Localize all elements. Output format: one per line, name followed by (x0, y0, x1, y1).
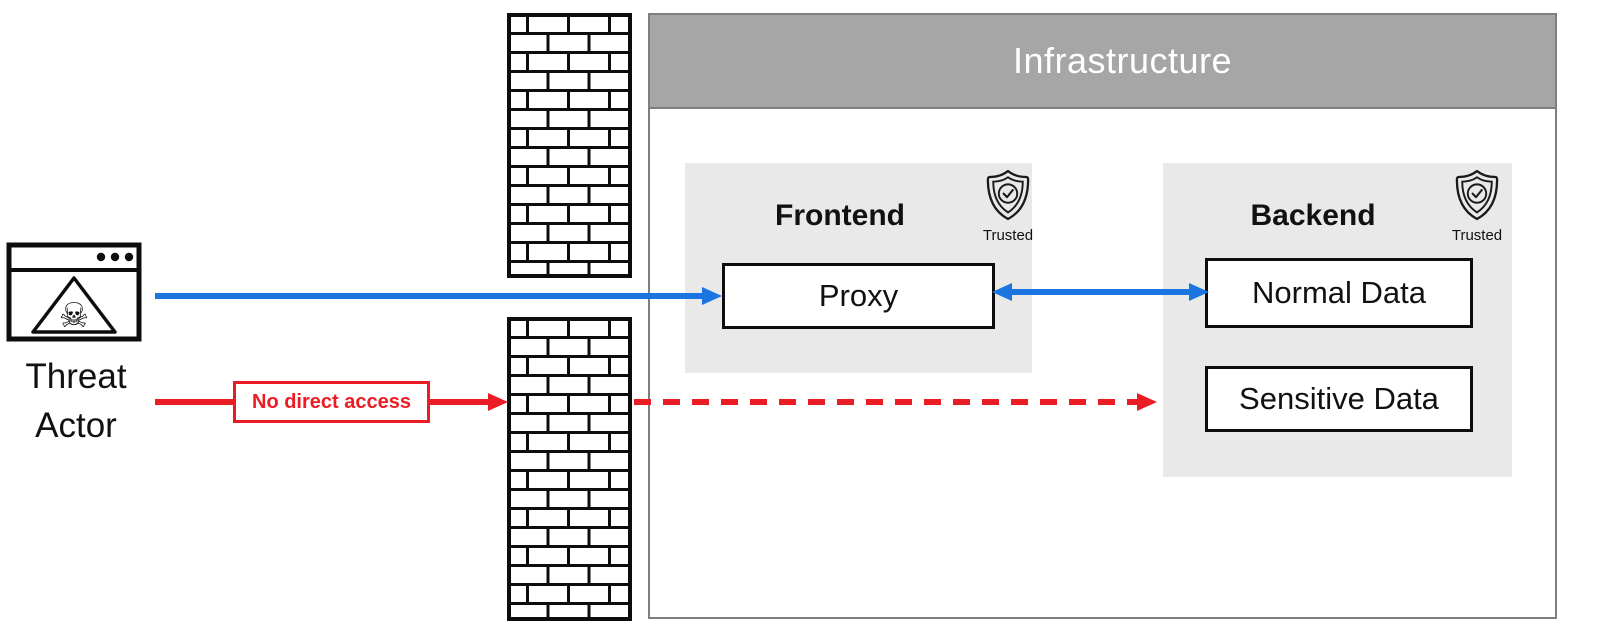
allowed-path-arrowhead-icon (702, 287, 722, 305)
frontend-title: Frontend (775, 199, 905, 232)
browser-skull-icon: ☠ (6, 242, 142, 342)
shield-check-icon (986, 169, 1030, 221)
firewall-upper-brick-wall-icon (507, 13, 632, 278)
ellipsis-dots-icon (96, 252, 134, 262)
proxy-label: Proxy (818, 278, 899, 313)
proxy-normal-data-left-arrowhead-icon (992, 283, 1012, 301)
shield-check-icon (1455, 169, 1499, 221)
backend-title: Backend (1250, 199, 1376, 232)
backend-group: Backend Trusted Normal Data Sensitive Da… (1163, 163, 1512, 477)
normal-data-label: Normal Data (1252, 275, 1426, 310)
frontend-group: Frontend Trusted Proxy (685, 163, 1033, 373)
infrastructure-header: Infrastructure (650, 15, 1555, 109)
proxy-normal-data-arrow-line (1010, 289, 1190, 295)
blocked-path-arrowhead-icon (488, 393, 508, 411)
infrastructure-title: Infrastructure (1012, 40, 1233, 81)
frontend-trusted-label: Trusted (982, 227, 1034, 244)
allowed-path-arrow-line (155, 293, 704, 299)
backend-trusted-label: Trusted (1451, 227, 1503, 244)
threat-actor-label: Threat Actor (25, 357, 127, 445)
sensitive-data-node: Sensitive Data (1205, 366, 1473, 432)
sensitive-data-label: Sensitive Data (1239, 381, 1439, 416)
skull-icon: ☠ (59, 296, 89, 336)
warning-triangle-icon (31, 276, 117, 334)
blocked-path-dashed-line (634, 399, 1139, 405)
backend-trusted-badge: Trusted (1441, 168, 1513, 244)
frontend-trusted-badge: Trusted (972, 168, 1044, 244)
normal-data-node: Normal Data (1205, 258, 1473, 328)
firewall-lower-brick-wall-icon (507, 317, 632, 621)
blocked-path-dashed-arrowhead-icon (1137, 393, 1157, 411)
proxy-node: Proxy (722, 263, 995, 329)
proxy-normal-data-right-arrowhead-icon (1189, 283, 1209, 301)
no-direct-access-label: No direct access (233, 381, 430, 423)
